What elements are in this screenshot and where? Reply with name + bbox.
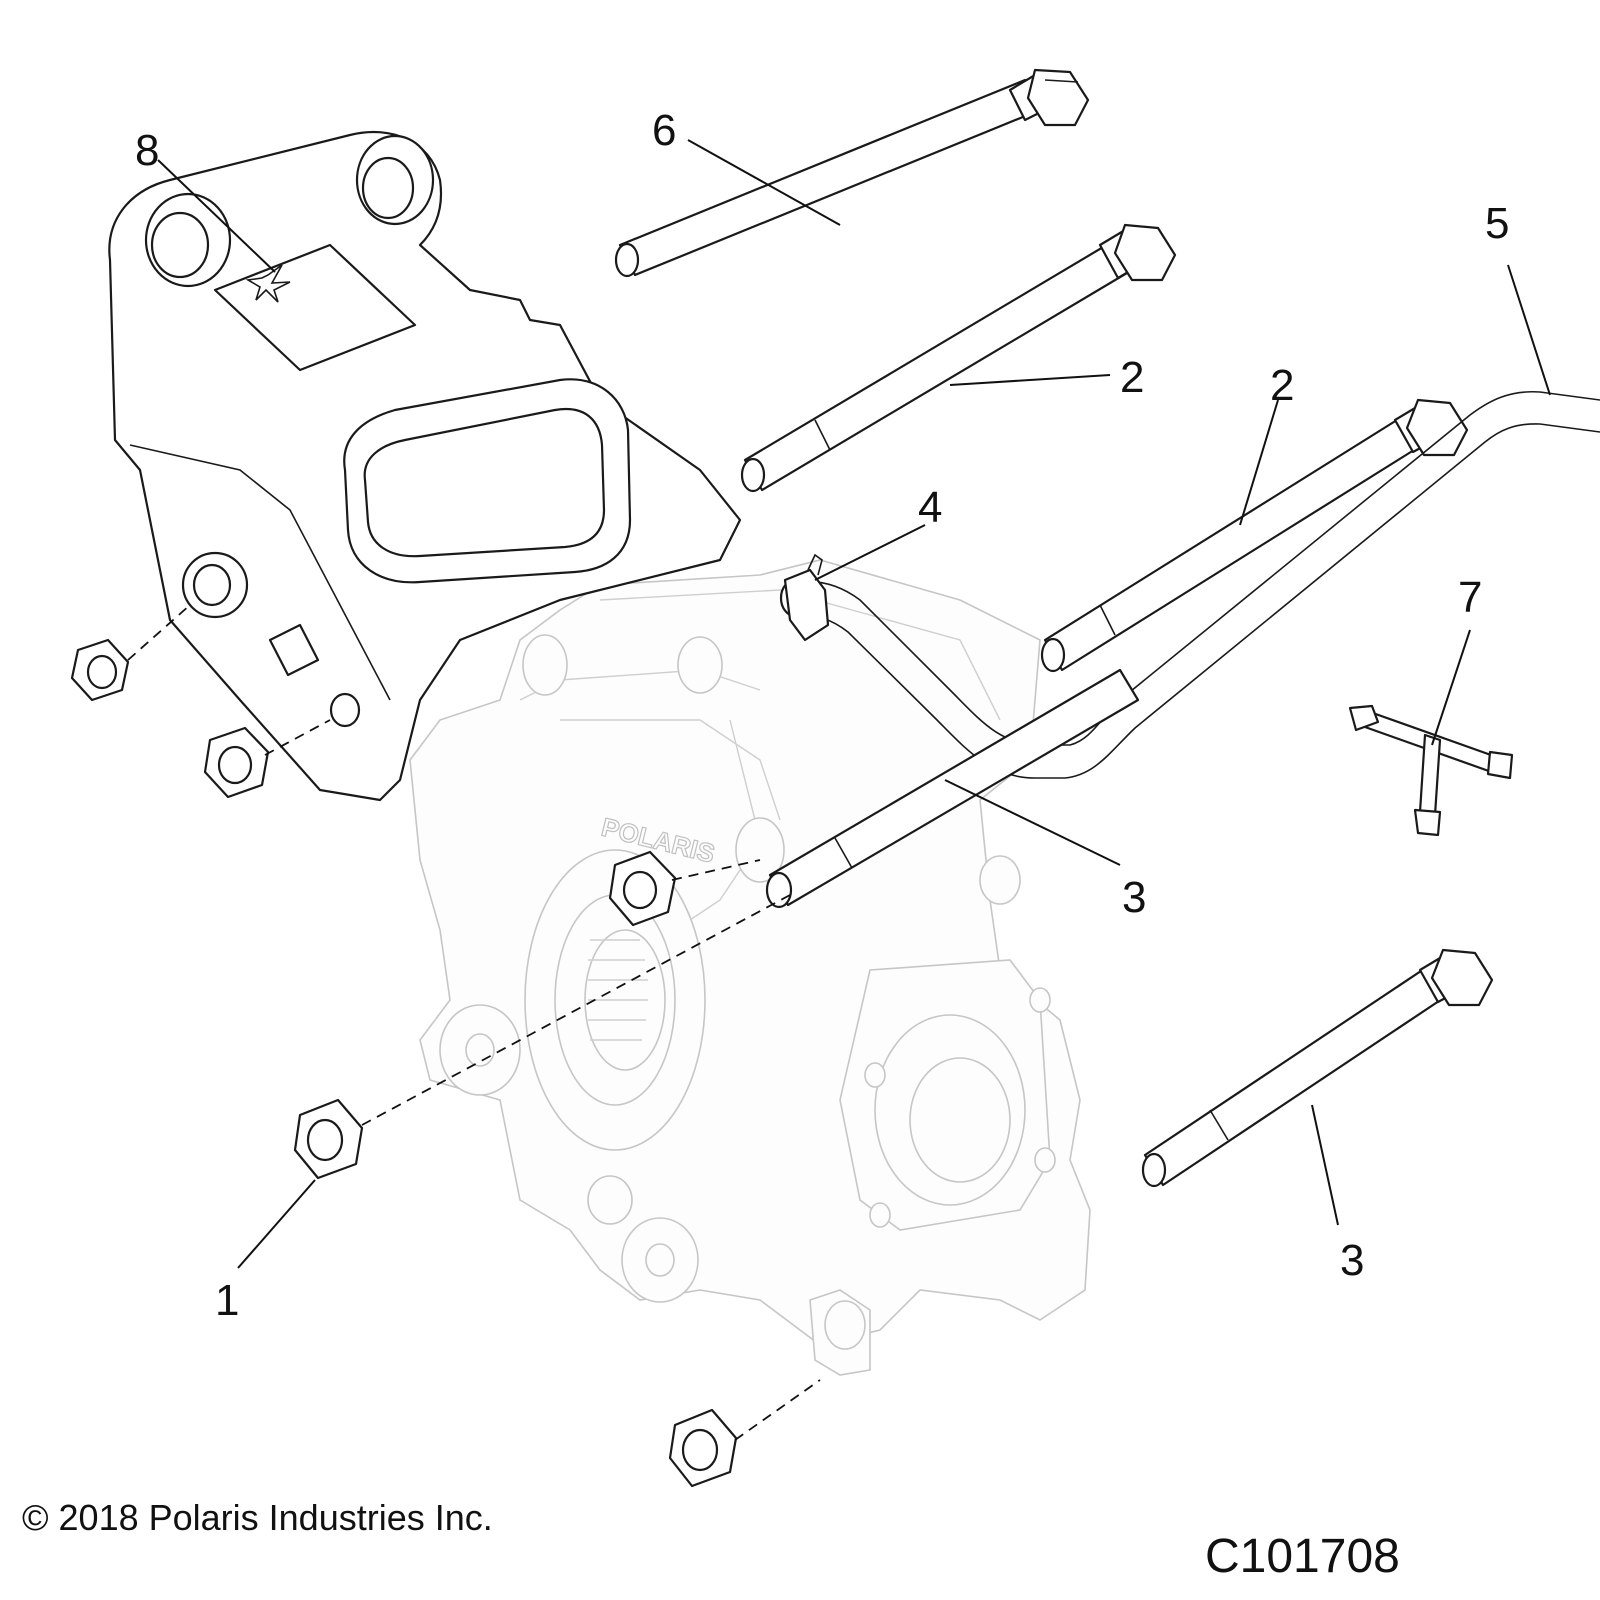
callout-labels: 8 6 2 2 5 4 7 3 3 1 (135, 106, 1509, 1325)
callout-8: 8 (135, 126, 159, 175)
callout-2-right: 2 (1270, 361, 1294, 410)
callout-7: 7 (1458, 573, 1482, 622)
bolt-3-through (765, 668, 1140, 909)
bolt-3-lower (1141, 948, 1494, 1188)
tee-fitting-7 (1348, 704, 1514, 837)
bolt-2-right (1040, 398, 1469, 673)
alignment-lines (127, 604, 821, 1441)
nut-bottom (668, 1408, 738, 1488)
drawing-id: C101708 (1205, 1530, 1400, 1583)
bolt-2-upper (740, 223, 1177, 493)
gearcase-housing: POLARIS (409, 559, 1091, 1376)
callout-5: 5 (1485, 199, 1509, 248)
callout-3-lower: 3 (1340, 1236, 1364, 1285)
callout-6: 6 (652, 106, 676, 155)
nut-lower-left (293, 1098, 364, 1180)
clamp-4 (783, 553, 830, 642)
callout-4: 4 (918, 483, 942, 532)
nut-center (608, 850, 677, 927)
callout-2-upper: 2 (1120, 353, 1144, 402)
copyright-text: © 2018 Polaris Industries Inc. (22, 1497, 493, 1538)
callout-1: 1 (215, 1276, 239, 1325)
mount-bracket (108, 130, 742, 802)
bolt-6 (614, 68, 1090, 278)
callout-3-through: 3 (1122, 873, 1146, 922)
leader-lines (157, 139, 1551, 1269)
nut-mid-left (203, 726, 270, 799)
nut-upper-left (70, 638, 130, 702)
